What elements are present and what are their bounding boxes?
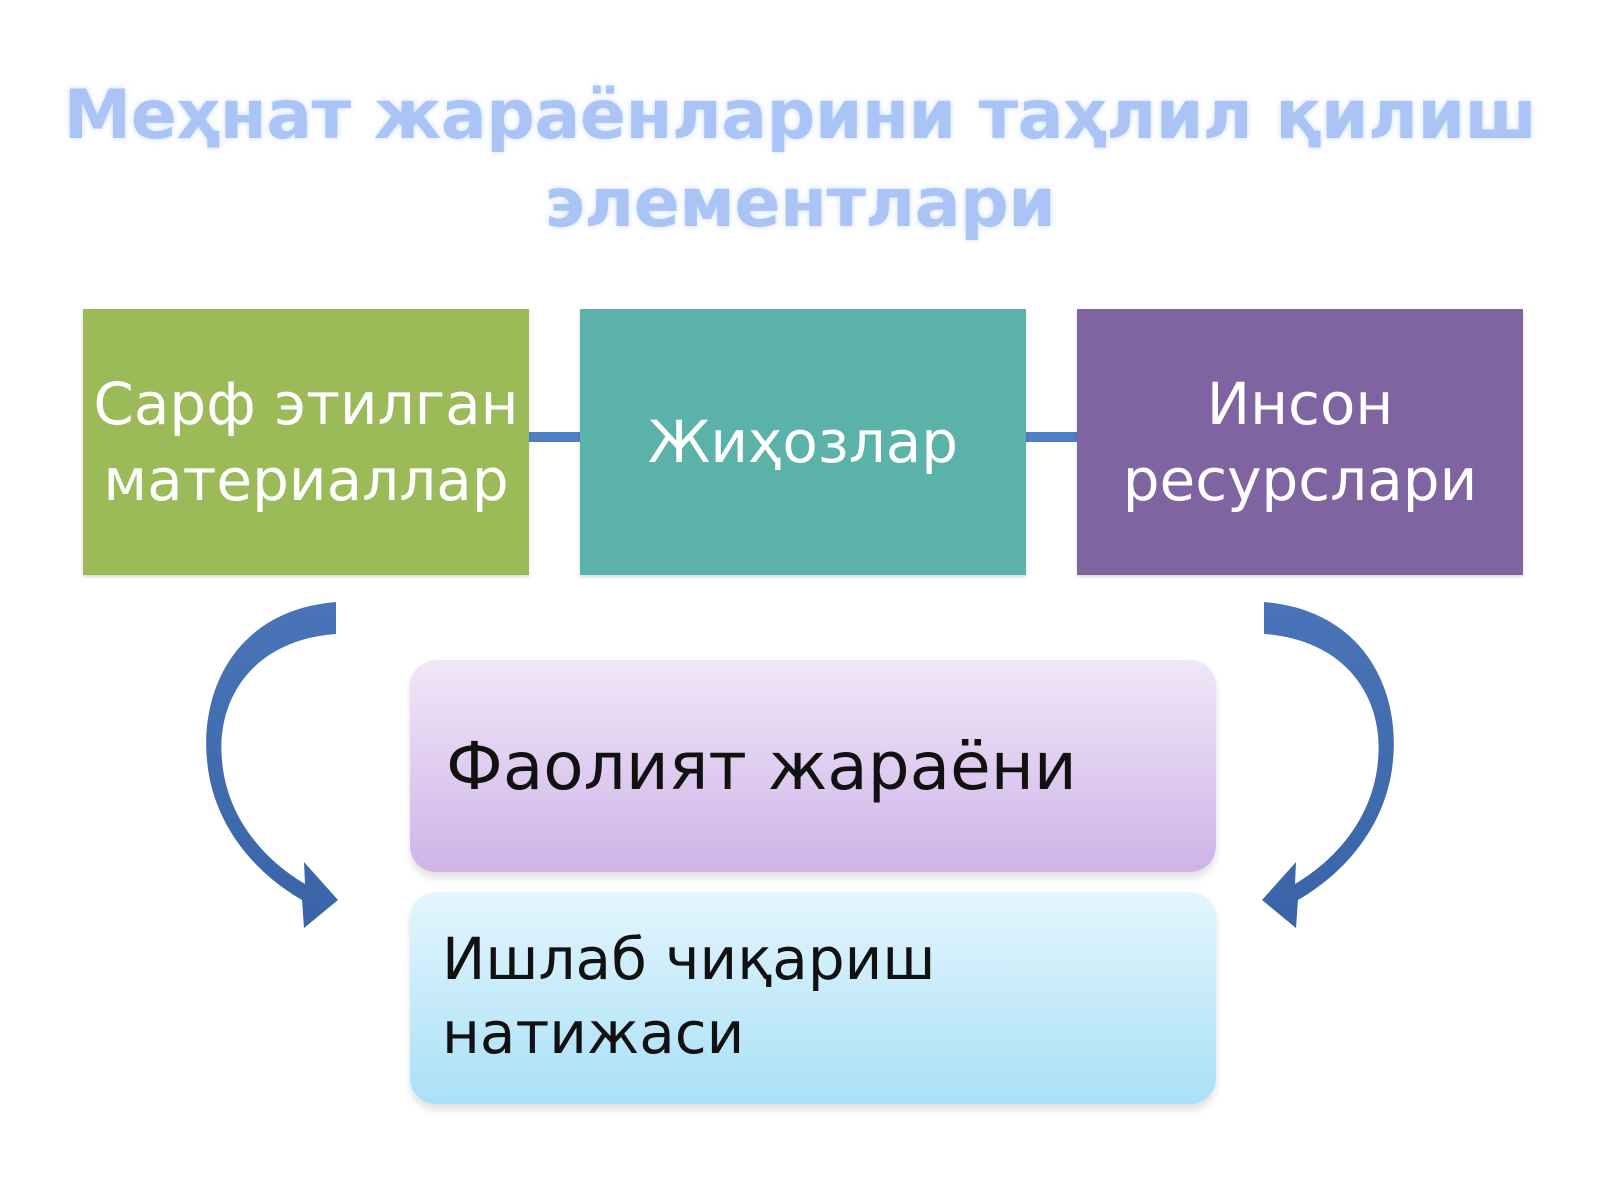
connector-right	[1026, 432, 1077, 442]
box-equipment: Жиҳозлар	[580, 309, 1026, 575]
process-label: Фаолият жараёни	[446, 727, 1077, 805]
left-curved-arrow-icon	[206, 602, 338, 928]
title-line-1: Меҳнат жараёнларини таҳлил қилиш	[63, 76, 1537, 155]
result-line-1: Ишлаб чиқариш	[442, 925, 936, 993]
box-materials-line-2: материаллар	[103, 446, 509, 514]
box-human-resources: Инсон ресурслари	[1077, 309, 1523, 575]
slide-title: Меҳнат жараёнларини таҳлил қилиш элемент…	[60, 72, 1540, 248]
connector-left	[529, 432, 580, 442]
title-line-2: элементлари	[544, 164, 1056, 243]
box-materials: Сарф этилган материаллар	[83, 309, 529, 575]
box-human-resources-line-1: Инсон	[1206, 370, 1394, 438]
box-equipment-label: Жиҳозлар	[647, 408, 959, 476]
result-box: Ишлаб чиқариш натижаси	[410, 892, 1216, 1104]
process-box: Фаолият жараёни	[410, 660, 1216, 872]
box-materials-line-1: Сарф этилган	[93, 370, 519, 438]
result-line-2: натижаси	[442, 999, 745, 1067]
right-curved-arrow-icon	[1262, 602, 1394, 928]
box-human-resources-line-2: ресурслари	[1122, 446, 1478, 514]
